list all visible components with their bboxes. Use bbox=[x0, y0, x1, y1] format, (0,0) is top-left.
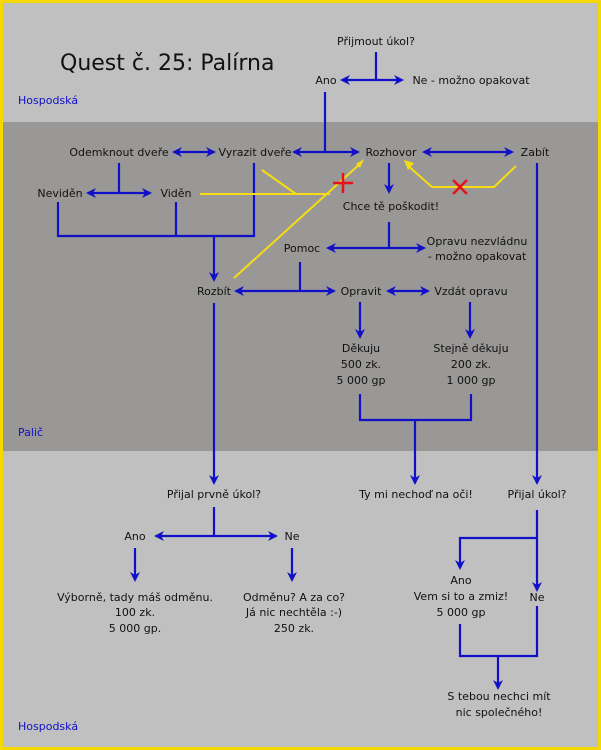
node-kill: Zabít bbox=[521, 146, 550, 159]
blocked-markers bbox=[333, 173, 468, 195]
node-reward-line3: 250 zk. bbox=[274, 622, 314, 635]
node-break-door: Vyrazit dveře bbox=[219, 146, 292, 159]
blocked-path-kill-talk bbox=[405, 163, 517, 188]
nodes: Přijmout úkol? Ano Ne - možno opakovat O… bbox=[37, 35, 566, 719]
zone-top-background bbox=[0, 0, 601, 122]
node-reward-line2: Já nic nechtěla :-) bbox=[245, 606, 342, 619]
node-no-c: Ne bbox=[530, 591, 545, 604]
zone-label-top: Hospodská bbox=[18, 94, 78, 107]
node-yes-c-line3: 5 000 gp bbox=[437, 606, 486, 619]
node-thanks2-line1: Stejně děkuju bbox=[433, 342, 508, 355]
node-great-line2: 100 zk. bbox=[115, 606, 155, 619]
node-accepted-q: Přijal úkol? bbox=[508, 488, 567, 501]
node-no-b: Ne bbox=[285, 530, 300, 543]
node-thanks1-line2: 500 zk. bbox=[341, 358, 381, 371]
node-yes-c-line2: Vem si to a zmiz! bbox=[414, 590, 508, 603]
node-thanks1-line3: 5 000 gp bbox=[337, 374, 386, 387]
node-great-line1: Výborně, tady máš odměnu. bbox=[57, 591, 213, 604]
connector-unseen-down bbox=[56, 163, 256, 238]
node-yes-b: Ano bbox=[124, 530, 145, 543]
node-never-again: Ty mi nechoď na oči! bbox=[358, 488, 473, 501]
node-broken: Rozbít bbox=[197, 285, 232, 298]
blocked-arrowhead-talk bbox=[356, 159, 364, 168]
blocked-path-seen bbox=[200, 169, 330, 195]
zone-bottom-background bbox=[0, 451, 601, 750]
node-thanks2-line2: 200 zk. bbox=[451, 358, 491, 371]
node-yes-c-line1: Ano bbox=[450, 574, 471, 587]
page-title: Quest č. 25: Palírna bbox=[60, 51, 274, 76]
blocked-path-broken-talk bbox=[233, 161, 363, 279]
cross-icon bbox=[452, 179, 468, 195]
node-unlock: Odemknout dveře bbox=[69, 146, 169, 159]
zone-label-middle: Palič bbox=[18, 426, 43, 439]
blocked-arrowhead bbox=[404, 160, 414, 170]
node-great-line3: 5 000 gp. bbox=[109, 622, 161, 635]
node-repair: Opravit bbox=[341, 285, 382, 298]
connectors bbox=[56, 52, 542, 690]
node-no-repeat: Ne - možno opakovat bbox=[412, 74, 530, 87]
node-accept: Přijmout úkol? bbox=[337, 35, 415, 48]
node-help: Pomoc bbox=[284, 242, 320, 255]
node-reward-line1: Odměnu? A za co? bbox=[243, 591, 345, 604]
node-unseen: Neviděn bbox=[37, 187, 82, 200]
node-thanks2-line3: 1 000 gp bbox=[447, 374, 496, 387]
node-hurt-you: Chce tě poškodit! bbox=[343, 200, 439, 213]
node-nothing-line1: S tebou nechci mít bbox=[447, 690, 551, 703]
zone-label-bottom: Hospodská bbox=[18, 720, 78, 733]
node-thanks1-line1: Děkuju bbox=[342, 342, 380, 355]
plus-icon bbox=[333, 173, 353, 193]
connector-accepted-left bbox=[455, 510, 539, 570]
node-cant-fix-line2: - možno opakovat bbox=[428, 250, 527, 263]
blocked-paths bbox=[200, 159, 517, 279]
node-yes-top: Ano bbox=[315, 74, 336, 87]
node-talk: Rozhovor bbox=[365, 146, 417, 159]
node-nothing-line2: nic společného! bbox=[456, 706, 543, 719]
node-accepted-first: Přijal prvně úkol? bbox=[167, 488, 261, 501]
node-give-up: Vzdát opravu bbox=[434, 285, 507, 298]
node-cant-fix-line1: Opravu nezvládnu bbox=[427, 235, 528, 248]
node-seen: Viděn bbox=[160, 187, 191, 200]
